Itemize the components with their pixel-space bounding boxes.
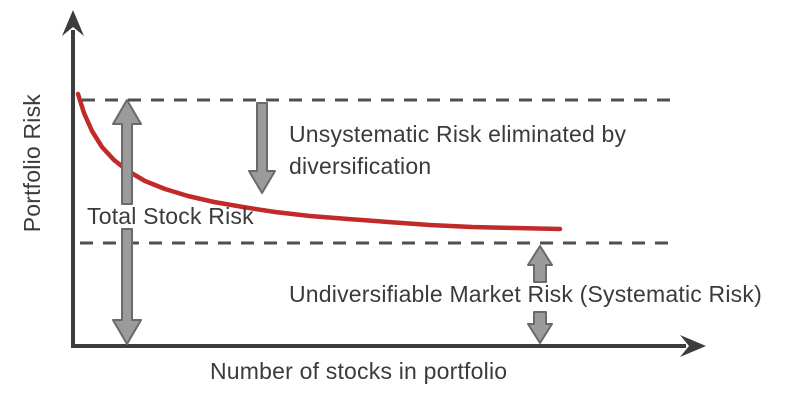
- annotation-systematic-risk: Undiversifiable Market Risk (Systematic …: [289, 281, 762, 307]
- arrow-systematic-span-upper: [527, 245, 553, 283]
- x-axis-arrowhead-icon: [680, 335, 706, 357]
- x-axis-label: Number of stocks in portfolio: [210, 358, 508, 384]
- annotation-total-stock-risk: Total Stock Risk: [87, 203, 254, 229]
- annotation-unsystematic-risk-line1: Unsystematic Risk eliminated by: [289, 121, 627, 147]
- portfolio-risk-curve: [75, 91, 563, 232]
- annotation-unsystematic-risk: Unsystematic Risk eliminated by diversifi…: [289, 118, 626, 182]
- arrow-systematic-span-lower: [527, 311, 553, 344]
- arrow-unsystematic-risk-eliminated: [248, 102, 276, 194]
- y-axis-arrowhead-icon: [62, 10, 84, 36]
- annotation-unsystematic-risk-line2: diversification: [289, 153, 432, 179]
- arrow-total-stock-risk-lower: [112, 228, 142, 345]
- arrow-total-stock-risk-upper: [112, 99, 142, 205]
- y-axis-label: Portfolio Risk: [19, 94, 45, 233]
